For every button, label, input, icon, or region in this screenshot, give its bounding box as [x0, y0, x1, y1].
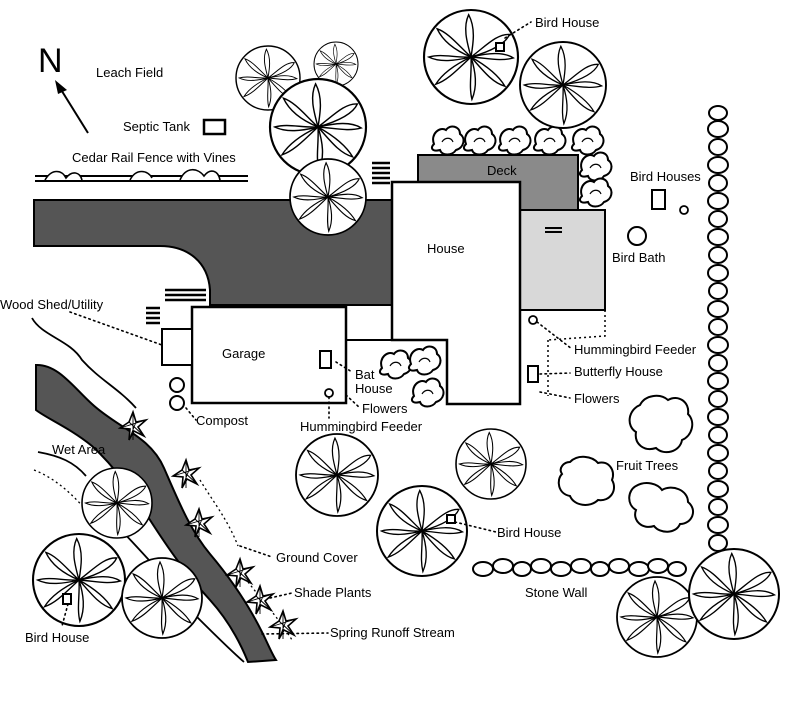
hummingbird-feeder-center	[324, 388, 334, 398]
steps-garage	[146, 288, 206, 325]
label-leach-field: Leach Field	[96, 65, 163, 80]
leader-lines	[61, 21, 573, 635]
label-hummingbird-feeder-right: Hummingbird Feeder	[574, 342, 697, 357]
label-spring-runoff-stream: Spring Runoff Stream	[330, 625, 455, 640]
bird-house-center	[446, 514, 456, 524]
bird-house-left	[62, 593, 72, 605]
wood-shed	[161, 328, 193, 366]
hummingbird-feeder-right	[528, 315, 538, 325]
bird-house-small	[679, 205, 689, 215]
cedar-rail-fence	[35, 168, 248, 182]
compost-bin-2	[169, 395, 185, 411]
label-shade-plants: Shade Plants	[294, 585, 372, 600]
stream-bank-left	[31, 317, 245, 663]
label-ground-cover: Ground Cover	[276, 550, 358, 565]
compost-bin-1	[169, 377, 185, 393]
patio	[519, 209, 606, 311]
label-wet-area: Wet Area	[52, 442, 106, 457]
steps-deck	[545, 227, 562, 233]
fruit-trees	[557, 394, 695, 533]
label-bird-house-top: Bird House	[535, 15, 599, 30]
label-hummingbird-feeder-center: Hummingbird Feeder	[300, 419, 423, 434]
label-flowers-right: Flowers	[574, 391, 620, 406]
flower-border-right	[519, 310, 606, 404]
north-label: N	[38, 42, 63, 80]
label-bat-house-1: Bat	[355, 367, 375, 382]
label-garage: Garage	[222, 346, 265, 361]
butterfly-house	[527, 365, 539, 383]
bird-house-right	[651, 189, 666, 210]
bird-bath	[627, 226, 647, 246]
label-bird-house-center: Bird House	[497, 525, 561, 540]
label-bat-house-2: House	[355, 381, 393, 396]
label-fruit-trees: Fruit Trees	[616, 458, 679, 473]
label-bird-house-left: Bird House	[25, 630, 89, 645]
label-cedar-fence: Cedar Rail Fence with Vines	[72, 150, 236, 165]
label-deck: Deck	[487, 163, 517, 178]
stone-wall-bottom	[472, 558, 687, 577]
label-butterfly-house: Butterfly House	[574, 364, 663, 379]
north-arrow-icon	[55, 80, 89, 134]
label-bird-bath: Bird Bath	[612, 250, 665, 265]
label-house: House	[427, 241, 465, 256]
label-septic-tank: Septic Tank	[123, 119, 190, 134]
label-flowers-center: Flowers	[362, 401, 408, 416]
bird-house-top	[495, 42, 505, 52]
label-wood-shed: Wood Shed/Utility	[0, 297, 104, 312]
label-stone-wall: Stone Wall	[525, 585, 587, 600]
stone-wall-right	[707, 105, 729, 570]
label-compost: Compost	[196, 413, 248, 428]
steps-house	[372, 161, 390, 185]
septic-tank	[202, 118, 227, 136]
flower-shrubs-center	[379, 345, 445, 408]
bat-house	[319, 350, 332, 369]
flower-bed-center	[346, 339, 448, 404]
label-bird-houses: Bird Houses	[630, 169, 701, 184]
